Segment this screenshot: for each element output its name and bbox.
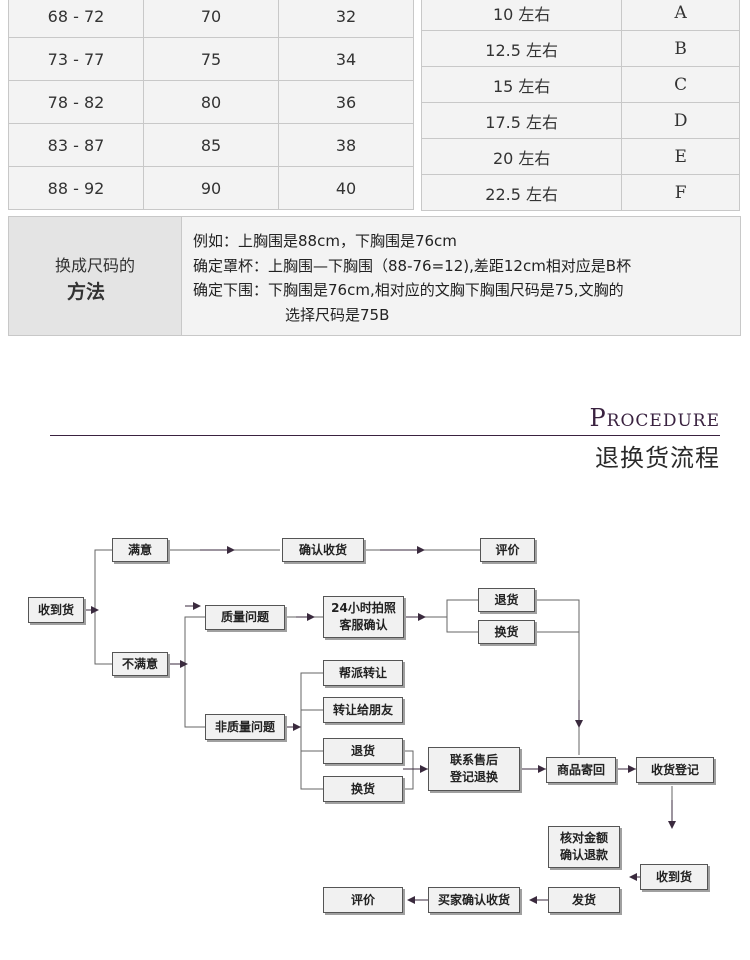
- table-cell: B: [621, 30, 740, 67]
- node-label: 转让给朋友: [332, 702, 393, 717]
- table-cell: 68 - 72: [8, 0, 144, 38]
- table-cell: 85: [143, 123, 279, 167]
- table-row: 12.5 左右 B: [420, 30, 740, 67]
- node-exchange-top: 换货: [478, 620, 535, 644]
- connector: [403, 750, 414, 790]
- table-cell: 75: [143, 37, 279, 81]
- node-review-bottom: 评价: [323, 887, 403, 913]
- node-exchange-mid: 换货: [323, 776, 403, 802]
- node-label: 收到货: [37, 602, 74, 617]
- node-buyer-confirm: 买家确认收货: [428, 887, 520, 913]
- table-row: 10 左右 A: [420, 0, 740, 31]
- table-cell: 22.5 左右: [420, 174, 623, 211]
- node-label: 评价: [350, 892, 375, 907]
- node-verify-refund: 核对金额 确认退款: [548, 826, 620, 868]
- node-return-mid: 退货: [323, 738, 403, 764]
- node-label: 收货登记: [650, 762, 699, 777]
- node-received-bottom: 收到货: [640, 864, 708, 890]
- table-cell: 73 - 77: [8, 37, 144, 81]
- size-table-bottom-band: 68 - 72 70 32 73 - 77 75 34 78 - 82 80 3…: [8, 0, 414, 210]
- method-result-line: 选择尺码是75B: [285, 305, 390, 324]
- table-row: 73 - 77 75 34: [8, 37, 414, 81]
- table-cell: 70: [143, 0, 279, 38]
- node-unsatisfied: 不满意: [112, 652, 168, 676]
- node-label: 确认收货: [298, 542, 347, 557]
- table-cell: 40: [278, 166, 414, 210]
- table-cell: A: [621, 0, 740, 31]
- table-cell: E: [621, 138, 740, 175]
- method-label: 换成尺码的 方法: [9, 217, 182, 335]
- node-received: 收到货: [28, 597, 84, 623]
- node-label: 核对金额: [559, 831, 608, 845]
- method-cup-line: 确定罩杯：上胸围—下胸围（88-76=12),差距12cm相对应是B杯: [193, 256, 632, 275]
- node-label: 收到货: [655, 869, 692, 884]
- connector: [300, 672, 323, 790]
- node-register-receipt: 收货登记: [636, 757, 714, 783]
- node-label: 联系售后: [449, 753, 498, 767]
- procedure-title-cn: 退换货流程: [595, 444, 720, 472]
- node-label: 24小时拍照: [331, 601, 396, 615]
- node-label: 商品寄回: [556, 762, 605, 777]
- node-label: 帮派转让: [338, 665, 387, 680]
- node-ship: 发货: [548, 887, 620, 913]
- node-return-top: 退货: [478, 588, 535, 612]
- node-label: 换货: [350, 781, 375, 796]
- table-row: 88 - 92 90 40: [8, 166, 414, 210]
- node-send-back: 商品寄回: [546, 757, 616, 783]
- table-row: 22.5 左右 F: [420, 174, 740, 211]
- node-label: 评价: [495, 542, 520, 557]
- node-label: 非质量问题: [214, 719, 275, 734]
- divider: [50, 435, 720, 436]
- method-band-line: 确定下围：下胸围是76cm,相对应的文胸下胸围尺码是75,文胸的: [193, 281, 624, 299]
- node-quality-issue: 质量问题: [205, 605, 285, 630]
- node-label: 确认退款: [559, 848, 608, 862]
- table-row: 20 左右 E: [420, 138, 740, 175]
- node-label: 质量问题: [220, 610, 269, 624]
- connector: [94, 549, 112, 665]
- node-non-quality-issue: 非质量问题: [205, 714, 285, 740]
- node-label: 换货: [494, 624, 519, 639]
- node-label: 退货: [350, 743, 375, 758]
- node-label: 退货: [494, 592, 519, 607]
- cup-size-table: 10 左右 A 12.5 左右 B 15 左右 C 17.5 左右 D 20 左…: [420, 0, 740, 211]
- table-cell: 90: [143, 166, 279, 210]
- method-label-line2: 方法: [67, 281, 106, 303]
- node-label: 满意: [127, 542, 152, 557]
- node-label: 发货: [571, 892, 596, 907]
- table-row: 68 - 72 70 32: [8, 0, 414, 38]
- table-cell: 83 - 87: [8, 123, 144, 167]
- table-row: 83 - 87 85 38: [8, 123, 414, 167]
- connector: [446, 599, 478, 633]
- node-review-top: 评价: [480, 538, 535, 562]
- node-confirm-receipt: 确认收货: [282, 538, 364, 562]
- method-description: 例如：上胸围是88cm，下胸围是76cm 确定罩杯：上胸围—下胸围（88-76=…: [193, 229, 631, 327]
- size-conversion-method: 换成尺码的 方法 例如：上胸围是88cm，下胸围是76cm 确定罩杯：上胸围—下…: [8, 216, 741, 336]
- node-help-transfer: 帮派转让: [323, 660, 403, 686]
- node-satisfied: 满意: [112, 538, 168, 562]
- node-contact-service: 联系售后 登记退换: [428, 747, 520, 791]
- method-example-line: 例如：上胸围是88cm，下胸围是76cm: [193, 232, 457, 250]
- table-cell: 34: [278, 37, 414, 81]
- table-cell: 36: [278, 80, 414, 124]
- table-cell: 38: [278, 123, 414, 167]
- table-row: 17.5 左右 D: [420, 102, 740, 139]
- connector: [535, 599, 580, 755]
- method-label-line1: 换成尺码的: [54, 256, 135, 275]
- table-cell: F: [621, 174, 740, 211]
- table-cell: D: [621, 102, 740, 139]
- connector: [184, 616, 205, 728]
- table-cell: C: [621, 66, 740, 103]
- node-label: 买家确认收货: [437, 892, 510, 907]
- node-photo-confirm: 24小时拍照 客服确认: [323, 596, 404, 638]
- node-label: 不满意: [121, 656, 158, 671]
- table-cell: 20 左右: [420, 138, 623, 175]
- node-transfer-friend: 转让给朋友: [323, 697, 403, 723]
- node-label: 客服确认: [339, 618, 388, 632]
- table-cell: 17.5 左右: [420, 102, 623, 139]
- procedure-title-en: Procedure: [589, 404, 720, 432]
- node-label: 登记退换: [449, 770, 498, 784]
- table-cell: 12.5 左右: [420, 30, 623, 67]
